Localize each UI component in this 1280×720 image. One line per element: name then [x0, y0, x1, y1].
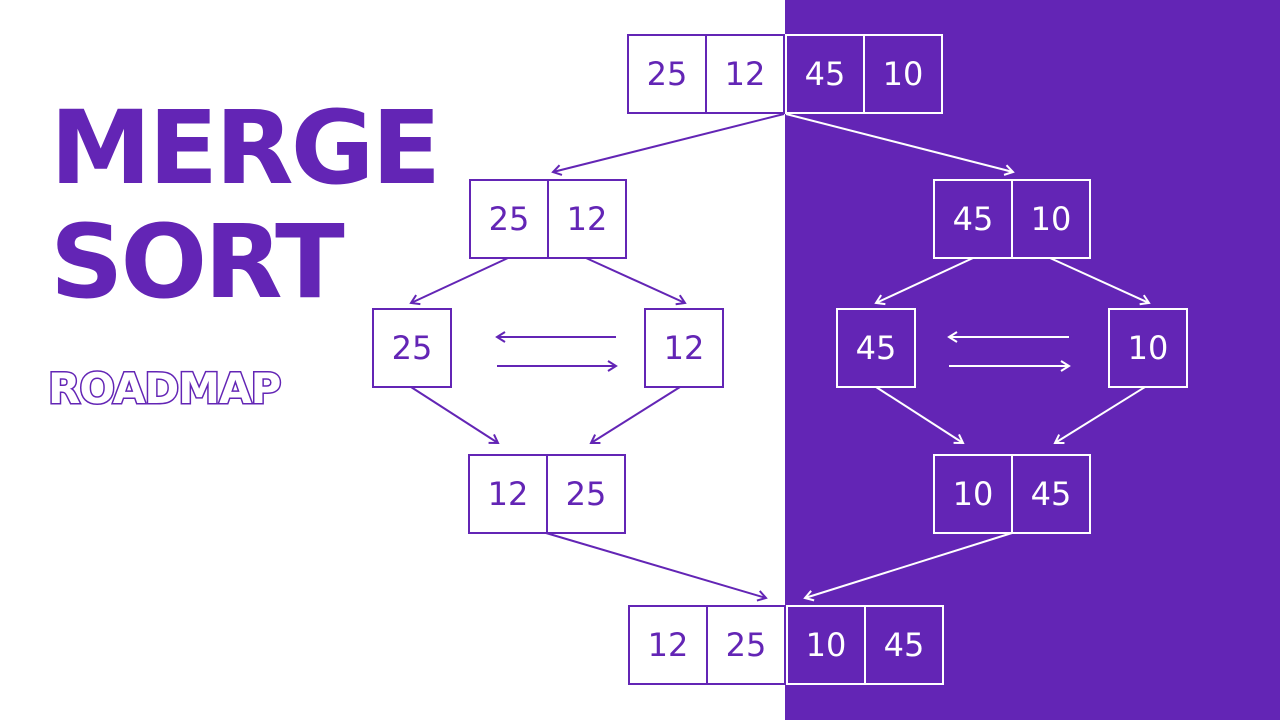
root-cell-1: 25 — [627, 34, 707, 114]
arrow-split-left — [551, 113, 785, 176]
merged-right-cell-1: 10 — [933, 454, 1013, 534]
root-cell-4: 10 — [863, 34, 943, 114]
merged-right-cell-2: 45 — [1011, 454, 1091, 534]
merged-left-cell-1: 12 — [468, 454, 548, 534]
subtitle-roadmap: ROADMAP — [46, 364, 282, 413]
final-cell-4: 45 — [864, 605, 944, 685]
l2-right-cell-b: 10 — [1108, 308, 1188, 388]
l1-right-cell-2: 10 — [1011, 179, 1091, 259]
l2-left-cell-b: 12 — [644, 308, 724, 388]
final-cell-1: 12 — [628, 605, 708, 685]
title-merge: MERGE — [50, 89, 441, 208]
merged-left-cell-2: 25 — [546, 454, 626, 534]
arrow-split-right — [785, 113, 1015, 176]
l1-left-cell-1: 25 — [469, 179, 549, 259]
final-cell-3: 10 — [786, 605, 866, 685]
root-cell-2: 12 — [705, 34, 785, 114]
l2-left-cell-a: 25 — [372, 308, 452, 388]
l1-left-cell-2: 12 — [547, 179, 627, 259]
l1-right-cell-1: 45 — [933, 179, 1013, 259]
title-sort: SORT — [50, 203, 345, 322]
root-cell-3: 45 — [785, 34, 865, 114]
final-cell-2: 25 — [706, 605, 786, 685]
l2-right-cell-a: 45 — [836, 308, 916, 388]
